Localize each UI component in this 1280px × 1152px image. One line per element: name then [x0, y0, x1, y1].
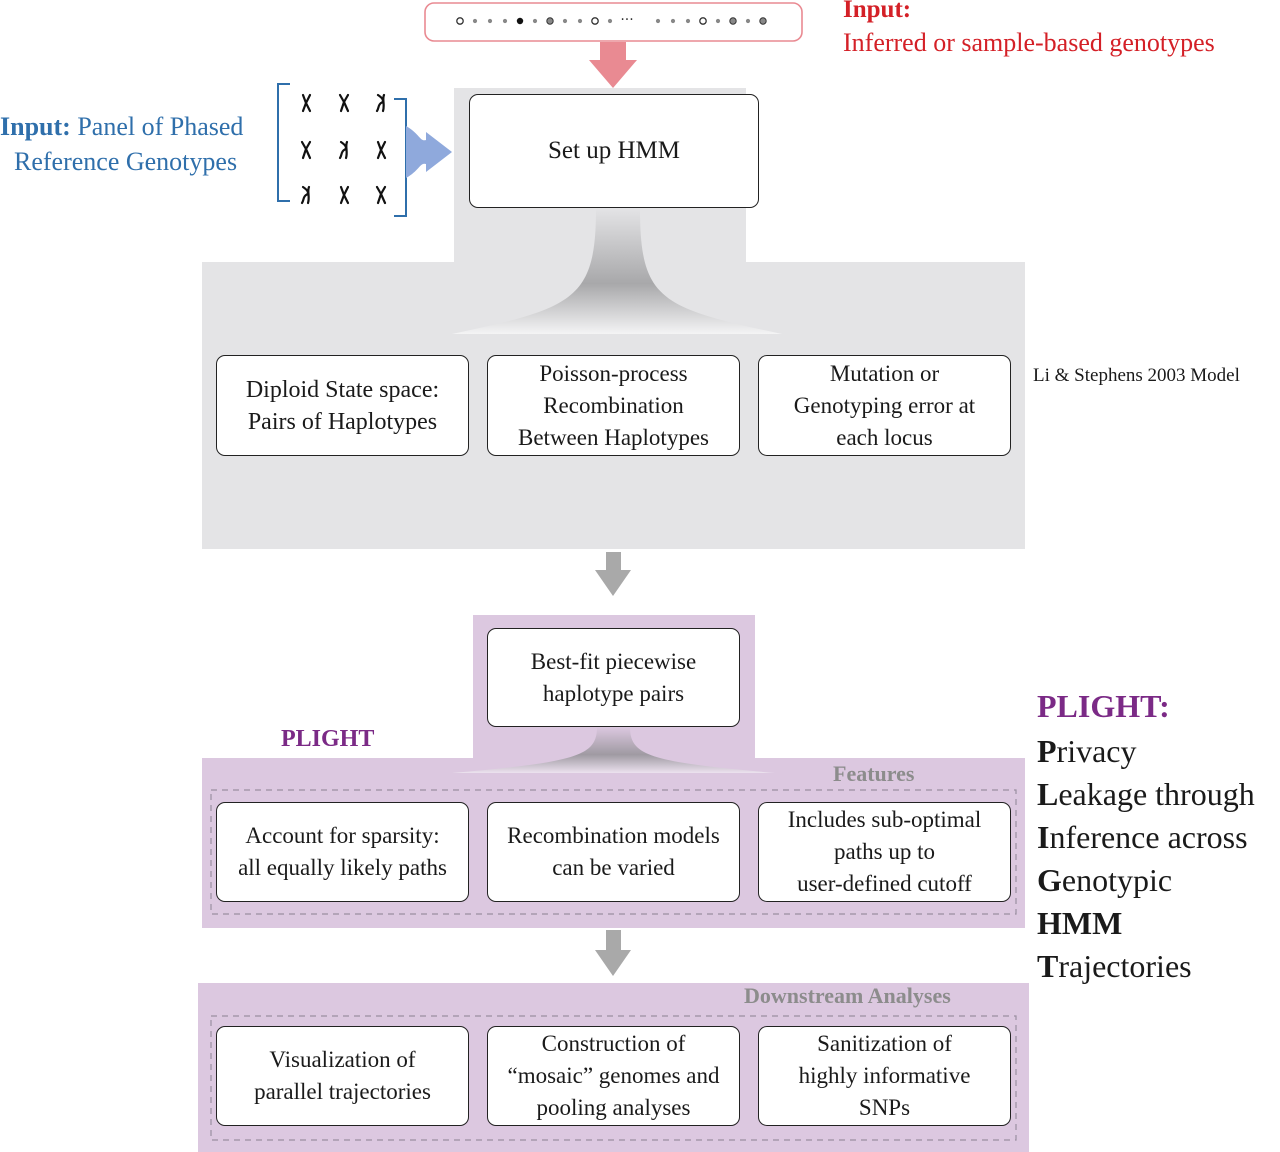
chromosome-panel: [300, 93, 387, 205]
acronym-rest: enotypic: [1061, 862, 1173, 898]
acronym-initial: T: [1037, 948, 1059, 984]
genotype-dot: [729, 17, 737, 25]
model-citation: Li & Stephens 2003 Model: [1033, 365, 1240, 386]
model-box-mutation: Mutation or Genotyping error at each loc…: [758, 355, 1011, 456]
chromosome-icon: [300, 140, 312, 160]
genotype-dots: [456, 17, 767, 25]
setup-hmm-label: Set up HMM: [548, 137, 680, 164]
model-box-text: Mutation or Genotyping error at each loc…: [793, 360, 976, 450]
genotype-dot: [532, 18, 538, 24]
acronym-initial: P: [1037, 733, 1057, 769]
genotype-dot: [562, 18, 568, 24]
input-arrow-icon: [589, 42, 637, 88]
downstream-box-mosaic: Construction of “mosaic” genomes and poo…: [487, 1026, 740, 1126]
genotype-dot: [745, 18, 751, 24]
genotype-dot: [591, 17, 599, 25]
genotype-ellipsis: ···: [620, 12, 633, 28]
model-box-recombination: Poisson-process Recombination Between Ha…: [487, 355, 740, 456]
best-fit-output-text: Best-fit piecewise haplotype pairs: [530, 648, 697, 706]
chromosome-icon: [301, 93, 312, 113]
genotype-strip-box: [424, 2, 803, 42]
acronym-line: Privacy: [1037, 730, 1255, 773]
chromosome-icon: [338, 140, 349, 160]
acronym-rest: nference across: [1049, 819, 1248, 855]
model-box-text: Diploid State space: Pairs of Haplotypes: [245, 376, 440, 435]
reference-input-line2: Reference Genotypes: [14, 147, 238, 176]
chromosome-icon: [375, 185, 387, 205]
arrow-down-icon: [595, 930, 631, 976]
features-dashed-frame: [210, 789, 1017, 915]
feature-box-text: Recombination models can be varied: [507, 823, 720, 880]
genotype-dot: [685, 18, 691, 24]
setup-hmm-box: Set up HMM: [469, 94, 759, 208]
hmm-funnel: [452, 208, 782, 334]
genotype-input-text: Inferred or sample-based genotypes: [843, 28, 1215, 57]
genotype-dot: [759, 17, 767, 25]
acronym-list: Privacy Leakage through Inference across…: [1037, 730, 1255, 988]
downstream-title: Downstream Analyses: [744, 983, 951, 1008]
genotype-dot: [699, 17, 707, 25]
chromosome-icon: [339, 185, 350, 205]
downstream-box-sanitization: Sanitization of highly informative SNPs: [758, 1026, 1011, 1126]
model-box-text: Poisson-process Recombination Between Ha…: [518, 360, 709, 450]
features-title: Features: [833, 761, 915, 786]
genotype-dot: [715, 18, 721, 24]
chromosome-icon: [300, 185, 311, 205]
acronym-rest: eakage through: [1058, 776, 1255, 812]
acronym-line: HMM: [1037, 902, 1255, 945]
acronym-line: Inference across: [1037, 816, 1255, 859]
acronym-rest: rivacy: [1056, 733, 1137, 769]
downstream-box-text: Visualization of parallel trajectories: [254, 1047, 431, 1104]
acronym-initial: I: [1037, 819, 1050, 855]
chromosome-icon: [376, 140, 387, 160]
feature-box-sparsity: Account for sparsity: all equally likely…: [216, 802, 469, 902]
genotype-dot: [516, 17, 524, 25]
acronym-line: Trajectories: [1037, 945, 1255, 988]
downstream-box-visualization: Visualization of parallel trajectories: [216, 1026, 469, 1126]
downstream-box-text: Construction of “mosaic” genomes and poo…: [507, 1031, 720, 1120]
acronym-line: Leakage through: [1037, 773, 1255, 816]
feature-box-suboptimal-paths: Includes sub-optimal paths up to user-de…: [758, 802, 1011, 902]
genotype-dot: [655, 18, 661, 24]
acronym-rest: rajectories: [1058, 948, 1192, 984]
acronym-line: Genotypic: [1037, 859, 1255, 902]
feature-box-recombination-models: Recombination models can be varied: [487, 802, 740, 902]
genotype-dot: [670, 18, 676, 24]
genotype-dot: [502, 18, 508, 24]
genotype-dot: [456, 17, 464, 25]
arrow-down-icon: [595, 552, 631, 596]
downstream-dashed-frame: [210, 1015, 1017, 1141]
chromosome-icon: [338, 93, 350, 113]
reference-input-text1: Panel of Phased: [70, 112, 244, 141]
genotype-dot: [607, 18, 613, 24]
plight-label: PLIGHT: [281, 726, 375, 752]
reference-arrow-icon: [406, 126, 452, 178]
reference-input-line1: Input: Panel of Phased: [0, 112, 243, 142]
acronym-title: PLIGHT:: [1037, 688, 1170, 724]
model-box-state-space: Diploid State space: Pairs of Haplotypes: [216, 355, 469, 456]
genotype-dot: [487, 18, 493, 24]
plight-funnel: [452, 727, 775, 773]
reference-bracket-left: [277, 83, 290, 202]
feature-box-text: Includes sub-optimal paths up to user-de…: [787, 807, 982, 896]
reference-bracket-right: [394, 98, 407, 217]
genotype-dot: [472, 18, 478, 24]
acronym-initial: HMM: [1037, 905, 1123, 941]
genotype-dot: [577, 18, 583, 24]
chromosome-icon: [375, 93, 386, 113]
reference-input-title: Input:: [0, 112, 71, 141]
best-fit-output-box: Best-fit piecewise haplotype pairs: [487, 628, 740, 727]
genotype-dot: [546, 17, 554, 25]
genotype-input-title: Input:: [843, 0, 912, 23]
feature-box-text: Account for sparsity: all equally likely…: [238, 823, 447, 880]
downstream-box-text: Sanitization of highly informative SNPs: [798, 1031, 971, 1120]
acronym-initial: G: [1037, 862, 1062, 898]
acronym-initial: L: [1037, 776, 1059, 812]
